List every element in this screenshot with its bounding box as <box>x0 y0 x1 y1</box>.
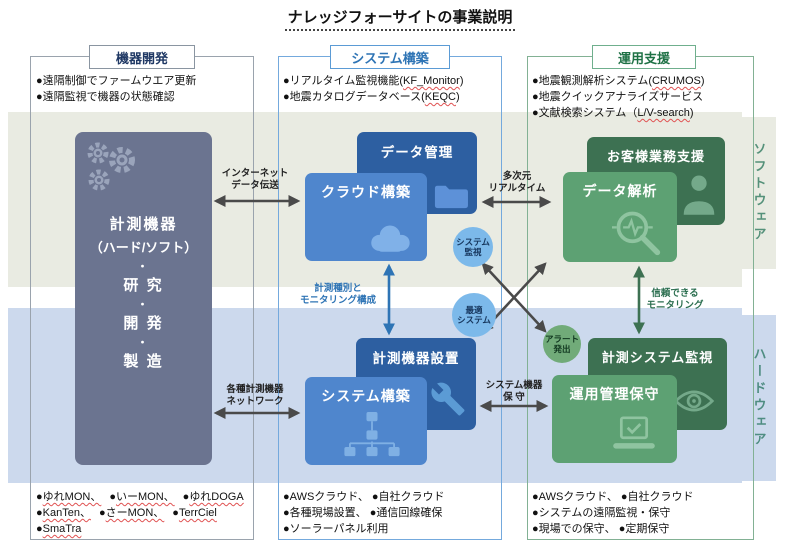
list-item: ●リアルタイム監視機能(KF_Monitor) <box>283 75 464 87</box>
cloud-icon <box>365 222 415 256</box>
header-system-construction: システム構築 <box>330 45 450 69</box>
label-system-equipment-maintenance: システム機器保 守 <box>485 380 543 403</box>
list-item: ●現場での保守、 ●定期保守 <box>532 523 670 535</box>
box-label: 計測機器設置 <box>372 351 460 366</box>
box-label: クラウド構築 <box>321 184 411 200</box>
list-item: ●各種現場設置、 ●通信回線確保 <box>283 507 443 519</box>
folder-icon <box>433 184 469 212</box>
list-item: ●AWSクラウド、 ●自社クラウド <box>283 491 445 503</box>
box-label: お客様業務支援 <box>606 149 705 164</box>
operation-maintenance-box: 運用管理保守 <box>552 375 677 463</box>
gears-icon <box>81 138 143 198</box>
hardware-band-label: ハードウェア <box>742 315 776 481</box>
device-box-line: ・ <box>137 261 150 273</box>
box-label: 計測システム監視 <box>601 350 714 365</box>
system-monitoring-badge: システム監視 <box>453 227 493 267</box>
device-box-text: 計測機器 （ハード/ソフト） ・ 研 究 ・ 開 発 ・ 製 造 <box>75 216 212 371</box>
measuring-device-box: 計測機器 （ハード/ソフト） ・ 研 究 ・ 開 発 ・ 製 造 <box>75 132 212 465</box>
list-item: ●遠隔監視で機器の状態確認 <box>36 91 175 103</box>
device-box-line: 製 造 <box>123 353 164 370</box>
title-area: ナレッジフォーサイトの事業説明 <box>0 6 800 31</box>
build-resources-list: ●AWSクラウド、 ●自社クラウド ●各種現場設置、 ●通信回線確保 ●ソーラー… <box>283 489 445 537</box>
list-item: ●システムの遠隔監視・保守 <box>532 507 671 519</box>
label-internet-transfer: インターネットデータ伝送 <box>221 168 289 191</box>
laptop-check-icon <box>611 416 657 457</box>
magnifier-icon <box>609 207 665 260</box>
device-box-line: 計測機器 <box>109 216 178 233</box>
list-item: ●KanTen、 ●さーMON、 ●TerrCiel <box>36 507 217 519</box>
alert-issue-badge: アラート発出 <box>543 325 581 363</box>
system-construction-box: システム構築 <box>305 377 427 465</box>
list-item: ●ソーラーパネル利用 <box>283 523 389 535</box>
device-box-line: ・ <box>137 337 150 349</box>
header-operation-support: 運用支援 <box>592 45 696 69</box>
label-reliable-monitoring: 信頼できるモニタリング <box>646 288 704 311</box>
eye-icon <box>673 387 715 418</box>
list-item: ●ゆれMON、 ●いーMON、 ●ゆれDOGA <box>36 491 244 503</box>
person-icon <box>681 173 717 218</box>
dev-feature-list: ●遠隔制御でファームウエア更新 ●遠隔監視で機器の状態確認 <box>36 73 248 105</box>
dev-products-list: ●ゆれMON、 ●いーMON、 ●ゆれDOGA ●KanTen、 ●さーMON、… <box>36 489 244 537</box>
device-box-line: 研 究 <box>123 277 164 294</box>
list-item: ●地震カタログデータベース(KEQC) <box>283 91 460 103</box>
device-box-line: 開 発 <box>123 315 164 332</box>
list-item: ●地震クイックアナライズサービス <box>532 91 704 103</box>
label-monitoring-configuration: 計測種別とモニタリング構成 <box>299 283 376 306</box>
network-icon <box>341 412 403 461</box>
box-label: システム構築 <box>321 388 411 404</box>
list-item: ●文献検索システム（L/V-search) <box>532 107 694 119</box>
page-title: ナレッジフォーサイトの事業説明 <box>284 6 516 31</box>
cloud-construction-box: クラウド構築 <box>305 173 427 261</box>
ops-feature-list: ●地震観測解析システム(CRUMOS) ●地震クイックアナライズサービス ●文献… <box>532 73 754 121</box>
ops-resources-list: ●AWSクラウド、 ●自社クラウド ●システムの遠隔監視・保守 ●現場での保守、… <box>532 489 694 537</box>
build-feature-list: ●リアルタイム監視機能(KF_Monitor) ●地震カタログデータベース(KE… <box>283 73 497 105</box>
wrench-icon <box>430 381 466 420</box>
label-multidimensional-realtime: 多次元リアルタイム <box>488 171 546 194</box>
label-device-network: 各種計測機器ネットワーク <box>226 384 284 407</box>
list-item: ●地震観測解析システム(CRUMOS) <box>532 75 705 87</box>
device-box-line: （ハード/ソフト） <box>89 240 198 255</box>
software-band-label: ソフトウェア <box>742 117 776 269</box>
list-item: ●遠隔制御でファームウエア更新 <box>36 75 197 87</box>
box-label: データ管理 <box>380 145 454 160</box>
header-device-development: 機器開発 <box>89 45 195 69</box>
box-label: 運用管理保守 <box>569 386 660 402</box>
box-label: データ解析 <box>582 183 658 199</box>
device-box-line: ・ <box>137 299 150 311</box>
list-item: ●SmaTra <box>36 523 82 535</box>
list-item: ●AWSクラウド、 ●自社クラウド <box>532 491 694 503</box>
optimal-system-badge: 最適システム <box>452 293 496 337</box>
data-analysis-box: データ解析 <box>563 172 677 262</box>
